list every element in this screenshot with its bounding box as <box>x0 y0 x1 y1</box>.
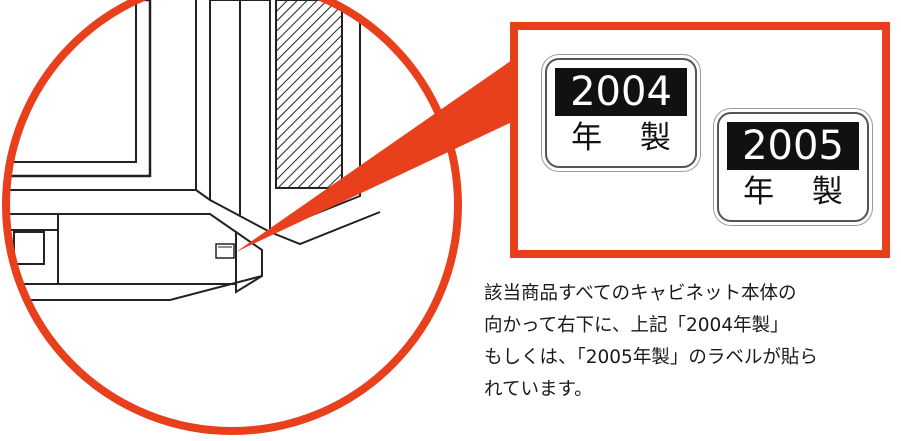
year-label-made: 年 製 <box>571 120 685 156</box>
label-location-caption: 該当商品すべてのキャビネット本体の 向かって右下に、上記「2004年製」 もしく… <box>484 283 818 400</box>
callout-pointer <box>236 60 512 252</box>
year-label-2004: 2004 年 製 <box>545 58 697 168</box>
year-label-year: 2005 <box>727 122 859 170</box>
year-label-made: 年 製 <box>743 174 857 210</box>
year-label-2005: 2005 年 製 <box>717 112 869 222</box>
tv-cabinet-drawing <box>6 0 381 301</box>
year-label-year: 2004 <box>555 68 687 116</box>
magnifier-circle <box>2 0 462 435</box>
